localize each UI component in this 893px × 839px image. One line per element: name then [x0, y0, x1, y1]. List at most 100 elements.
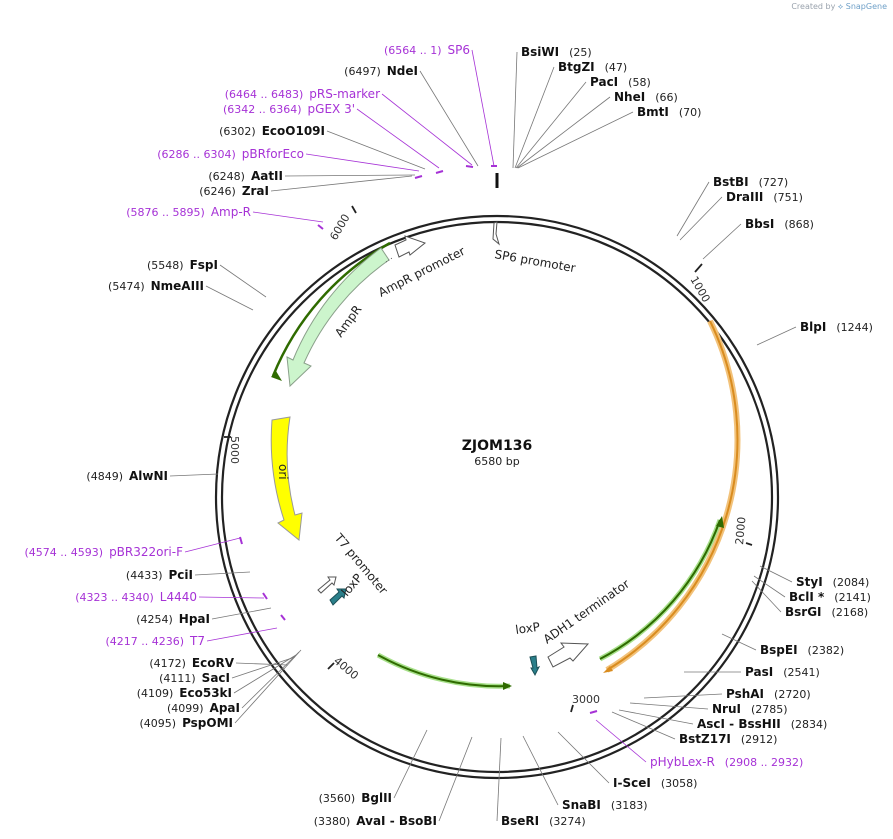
leader-ecoo109i: [326, 130, 426, 170]
site-label-bspei[interactable]: BspEI(2382): [760, 643, 844, 657]
site-position: (3560): [319, 792, 356, 805]
site-position: (4849): [86, 470, 123, 483]
site-label-btgzi[interactable]: BtgZI (47): [558, 60, 627, 74]
leader-l4440: [198, 596, 265, 599]
site-label-draiii[interactable]: DraIII(751): [726, 190, 803, 204]
site-label-sp6[interactable]: (6564 .. 1)SP6: [384, 43, 470, 57]
site-label-alwni[interactable]: (4849) AlwNI: [86, 469, 168, 483]
site-label-amp-r[interactable]: (5876 .. 5895)Amp-R: [126, 205, 251, 219]
site-label-l4440[interactable]: (4323 .. 4340)L4440: [75, 590, 197, 604]
site-position: (1244): [836, 321, 873, 334]
backbone-inner: [220, 220, 774, 774]
site-name: BsrGI: [785, 605, 822, 619]
leader-amp-r: [252, 211, 324, 223]
site-label-bbsi[interactable]: BbsI(868): [745, 217, 814, 231]
site-position: (6464 .. 6483): [225, 88, 304, 101]
leader-asci-bsshii: [618, 709, 694, 725]
leader-sp6: [471, 49, 495, 167]
site-name: ZraI: [242, 184, 269, 198]
site-position: (6342 .. 6364): [223, 103, 302, 116]
site-name: NruI: [712, 702, 741, 716]
site-position: (4433): [126, 569, 163, 582]
site-name: pBRforEco: [242, 147, 304, 161]
site-name: SacI: [202, 671, 230, 685]
site-label-pshai[interactable]: PshAI(2720): [726, 687, 811, 701]
site-label-nrui[interactable]: NruI (2785): [712, 702, 788, 716]
site-label-apai[interactable]: (4099)ApaI: [167, 701, 240, 715]
site-label-nmeaiii[interactable]: (5474)NmeAIII: [108, 279, 204, 293]
site-name: NmeAIII: [151, 279, 204, 293]
site-label-avai-bsobi[interactable]: (3380)AvaI - BsoBI: [314, 814, 437, 828]
site-label-fspi[interactable]: (5548)FspI: [147, 258, 218, 272]
site-label-nhei[interactable]: NheI(66): [614, 90, 678, 104]
site-label-bstz17i[interactable]: BstZ17I(2912): [679, 732, 777, 746]
site-position: (4095): [139, 717, 176, 730]
site-label-bsiwi[interactable]: BsiWI(25): [521, 45, 592, 59]
site-label-bmti[interactable]: BmtI(70): [637, 105, 701, 119]
site-label-asci-bsshii[interactable]: AscI - BssHII(2834): [697, 717, 827, 731]
site-name: AlwNI: [129, 469, 168, 483]
site-label-ecorv[interactable]: (4172)EcoRV: [149, 656, 234, 670]
tick-3000: 3000: [572, 693, 600, 706]
site-label-bcli[interactable]: BclI *(2141): [789, 590, 871, 604]
site-label-bsrgi[interactable]: BsrGI(2168): [785, 605, 868, 619]
site-label-styi[interactable]: StyI(2084): [796, 575, 869, 589]
credit-prefix: Created by: [791, 2, 836, 11]
site-label-ndei[interactable]: (6497)NdeI: [344, 64, 418, 78]
site-label-ecoo109i[interactable]: (6302)EcoO109I: [219, 124, 325, 138]
site-label-pcii[interactable]: (4433) PciI: [126, 568, 193, 582]
orf-bottom-arrow: [503, 682, 512, 690]
site-label-prs-marker[interactable]: (6464 .. 6483)pRS-marker: [225, 87, 380, 101]
leader-blpi: [756, 326, 797, 346]
credit-brand: SnapGene: [845, 2, 887, 11]
site-label-t7[interactable]: (4217 .. 4236)T7: [105, 634, 205, 648]
site-label-pasi[interactable]: PasI(2541): [745, 665, 820, 679]
site-label-i-scei[interactable]: I-SceI(3058): [613, 776, 697, 790]
leader-nmeaiii: [205, 285, 254, 311]
site-label-zrai[interactable]: (6246)ZraI: [199, 184, 269, 198]
site-label-pbrforeco[interactable]: (6286 .. 6304)pBRforEco: [157, 147, 304, 161]
site-label-pgex-3[interactable]: (6342 .. 6364) pGEX 3': [223, 102, 355, 116]
site-position: (47): [605, 61, 628, 74]
site-name: PciI: [169, 568, 194, 582]
leader-zrai: [270, 175, 413, 192]
primer-marks: [239, 165, 598, 714]
site-label-eco53ki[interactable]: (4109)Eco53kI: [137, 686, 232, 700]
site-name: T7: [189, 634, 205, 648]
site-label-bstbi[interactable]: BstBI(727): [713, 175, 788, 189]
leader-prs-marker: [381, 93, 473, 166]
site-position: (2912): [741, 733, 778, 746]
leader-styi: [759, 565, 793, 583]
site-name: EcoRV: [192, 656, 235, 670]
site-label-saci[interactable]: (4111)SacI: [159, 671, 230, 685]
leader-snabi: [522, 735, 559, 806]
site-label-pspomi[interactable]: (4095)PspOMI: [139, 716, 233, 730]
site-label-bglii[interactable]: (3560)BglII: [319, 791, 392, 805]
site-name: BclI *: [789, 590, 825, 604]
site-label-paci[interactable]: PacI(58): [590, 75, 651, 89]
loxp-left-arrow: [329, 588, 347, 606]
site-label-snabi[interactable]: SnaBI(3183): [562, 798, 647, 812]
site-label-aatii[interactable]: (6248)AatII: [208, 169, 283, 183]
site-label-bseri[interactable]: BseRI(3274): [501, 814, 586, 828]
site-name: pGEX 3': [308, 102, 355, 116]
site-position: (3183): [611, 799, 648, 812]
site-name: SP6: [448, 43, 471, 57]
site-name: I-SceI: [613, 776, 651, 790]
leader-pgex-3: [356, 108, 440, 169]
site-position: (2785): [751, 703, 788, 716]
site-label-phyblex-r[interactable]: pHybLex-R(2908 .. 2932): [650, 755, 803, 769]
ampr-feature-arrow: [286, 247, 390, 388]
site-name: NheI: [614, 90, 645, 104]
tick-6000: 6000: [327, 212, 352, 243]
site-label-blpi[interactable]: BlpI(1244): [800, 320, 873, 334]
site-name: BspEI: [760, 643, 798, 657]
site-name: BtgZI: [558, 60, 595, 74]
site-position: (5876 .. 5895): [126, 206, 205, 219]
site-label-hpai[interactable]: (4254)HpaI: [136, 612, 210, 626]
site-label-pbr322ori-f[interactable]: (4574 .. 4593)pBR322ori-F: [25, 545, 184, 559]
adh1-terminator-arrow: [547, 642, 590, 668]
site-position: (4109): [137, 687, 174, 700]
ampr-orf-arrow: [271, 371, 282, 381]
